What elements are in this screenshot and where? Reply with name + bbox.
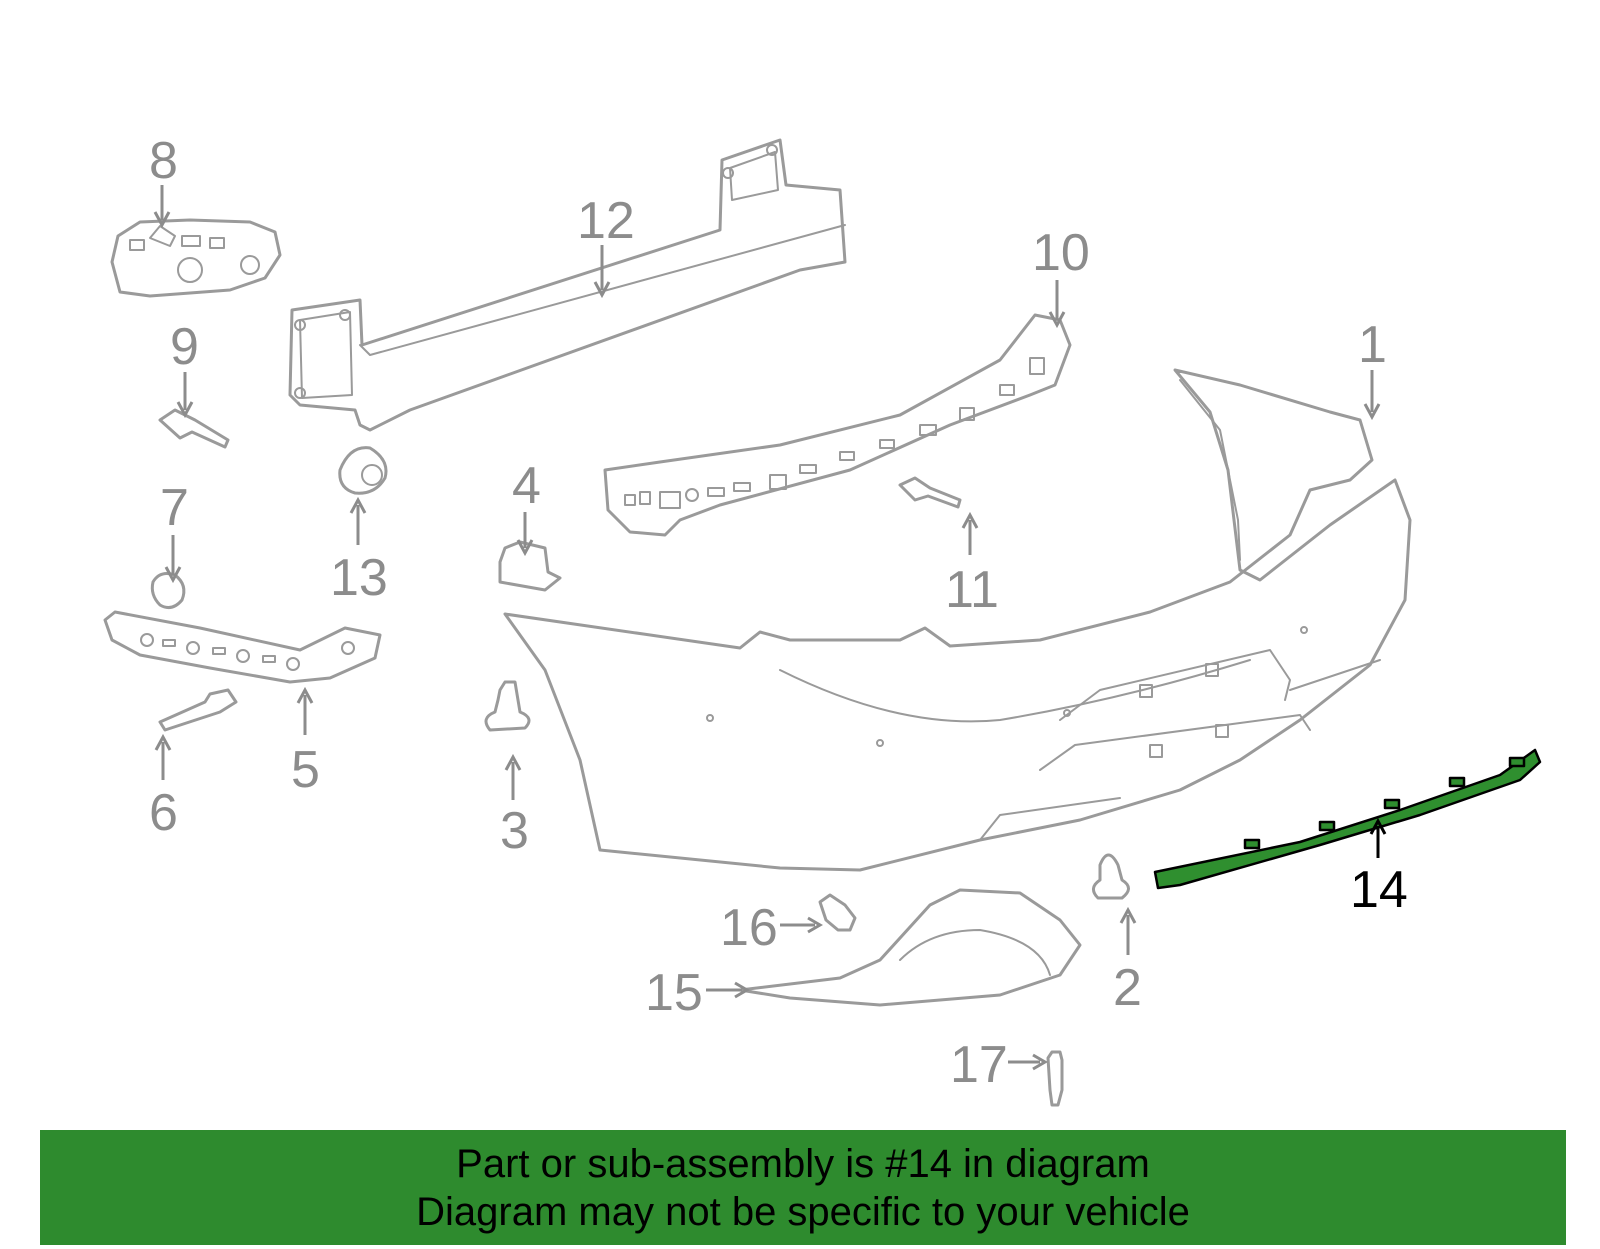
part-14-highlighted <box>1153 748 1542 890</box>
callout-17: 17 <box>950 1036 1008 1094</box>
callout-12: 12 <box>577 192 635 250</box>
part-5-bracket <box>103 610 382 684</box>
part-7-cap <box>150 572 186 610</box>
callout-1: 1 <box>1358 316 1387 374</box>
callout-14: 14 <box>1350 861 1408 919</box>
part-1-bumper-cover <box>503 368 1412 872</box>
callout-6: 6 <box>149 784 178 842</box>
part-3-pin <box>484 680 531 732</box>
callout-7: 7 <box>160 479 189 537</box>
part-9-bolt <box>158 408 230 449</box>
part-13-grommet <box>338 446 388 495</box>
callout-4: 4 <box>512 457 541 515</box>
part-11-bolt <box>898 476 962 509</box>
info-banner: Part or sub-assembly is #14 in diagram D… <box>40 1130 1566 1245</box>
part-15-trim <box>738 888 1082 1007</box>
parts-diagram: 8 12 10 1 9 4 7 13 11 5 6 3 14 16 2 15 1… <box>103 132 1542 1107</box>
callout-15: 15 <box>645 964 703 1022</box>
callout-8: 8 <box>149 132 178 190</box>
callout-2: 2 <box>1113 959 1142 1017</box>
banner-line-part: Part or sub-assembly is #14 in diagram <box>456 1142 1150 1186</box>
callout-9: 9 <box>170 318 199 376</box>
part-16-clip <box>818 893 857 932</box>
part-10-absorber <box>603 313 1072 537</box>
leader-lines <box>153 185 1387 1071</box>
callout-3: 3 <box>500 802 529 860</box>
callout-16: 16 <box>720 899 778 957</box>
callout-10: 10 <box>1032 224 1090 282</box>
banner-line-disclaimer: Diagram may not be specific to your vehi… <box>416 1190 1190 1234</box>
part-4-retainer <box>498 540 562 592</box>
callout-11: 11 <box>945 561 999 619</box>
callout-13: 13 <box>330 549 388 607</box>
callout-5: 5 <box>291 741 320 799</box>
part-8-bracket <box>110 218 282 298</box>
part-12-reinforcement <box>288 138 847 432</box>
part-2-pin <box>1092 853 1130 900</box>
part-17-rivet <box>1046 1050 1064 1107</box>
part-6-bolt <box>158 688 238 732</box>
